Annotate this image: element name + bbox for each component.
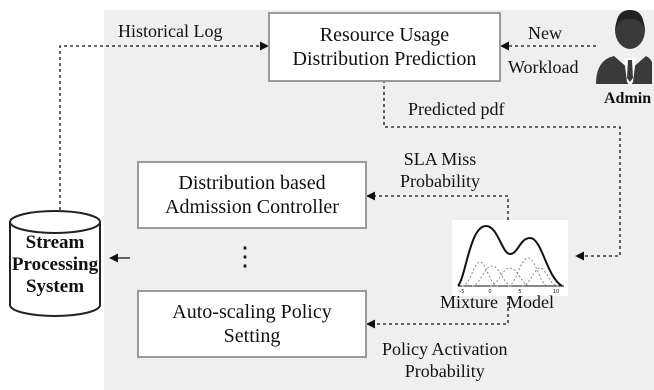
sla-miss-label: SLA Miss Probability [400,149,480,191]
predicted-pdf-label: Predicted pdf [408,99,505,119]
historical-log-arrow [59,41,269,210]
admin-label: Admin [604,90,652,107]
autoscaling-policy-box: Auto-scaling Policy Setting [137,290,367,358]
admission-controller-box: Distribution based Admission Controller [137,161,367,229]
policy-activation-arrow [366,296,509,329]
new-workload-label-line2: Workload [508,57,579,77]
predicted-pdf-arrow [383,80,621,261]
admission-controller-label: Distribution based Admission Controller [165,172,339,218]
autoscaling-policy-label: Auto-scaling Policy Setting [172,301,332,347]
stream-processing-system-label: Stream Processing System [11,232,99,297]
sla-miss-arrow [366,191,509,220]
resource-usage-prediction-label: Resource Usage Distribution Prediction [292,24,477,70]
historical-log-label: Historical Log [118,21,223,41]
mixture-model-label: Mixture Model [440,292,554,312]
resource-usage-prediction-box: Resource Usage Distribution Prediction [268,12,501,82]
policy-activation-label: Policy Activation Probability [382,339,508,381]
new-workload-label-line1: New [528,23,562,43]
vertical-ellipsis: ⋮ [232,242,258,271]
